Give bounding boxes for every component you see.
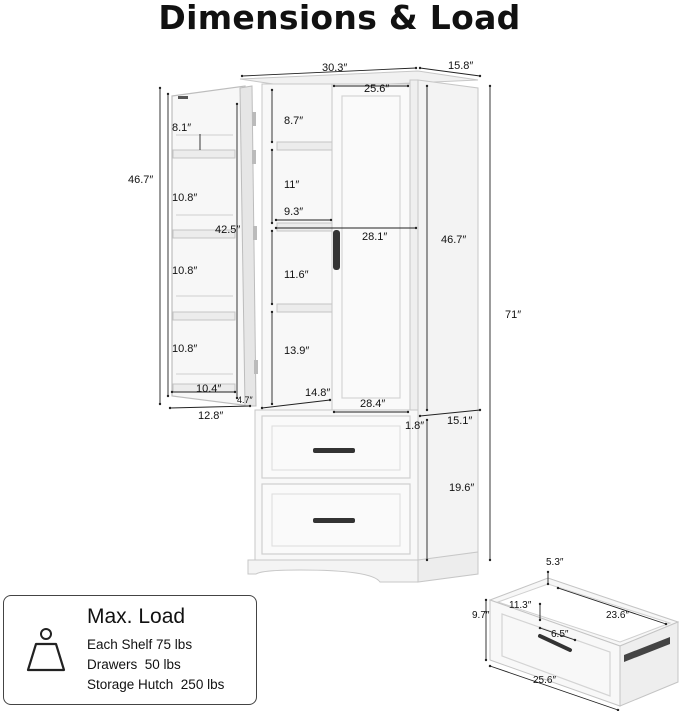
dim-inner-shelf-1: 8.7″ bbox=[284, 115, 304, 127]
dim-bottom-width: 14.8″ bbox=[305, 387, 331, 399]
dim-total-width: 30.3″ bbox=[322, 62, 348, 74]
dim-door-rack-width: 10.4″ bbox=[196, 383, 222, 395]
dim-drawer-inner-height: 11.3″ bbox=[509, 600, 532, 611]
dim-bottom-inner: 28.4″ bbox=[360, 398, 386, 410]
dim-inner-shelf-4: 13.9″ bbox=[284, 345, 310, 357]
max-load-panel: Max. Load Each Shelf 75 lbs Drawers 50 l… bbox=[3, 595, 257, 705]
dim-side-height: 46.7″ bbox=[441, 234, 467, 246]
dim-door-width: 12.8″ bbox=[198, 410, 224, 422]
dim-drawer-depth: 23.6″ bbox=[606, 610, 630, 621]
dim-door-shelf-1: 8.1″ bbox=[172, 122, 192, 134]
load-hutch: Storage Hutch 250 lbs bbox=[87, 677, 225, 692]
dim-depth-top: 15.8″ bbox=[448, 60, 474, 72]
max-load-title: Max. Load bbox=[87, 605, 186, 628]
cabinet-body bbox=[239, 70, 479, 583]
dim-door-diagonal: 42.5″ bbox=[215, 224, 241, 236]
dim-inner-width: 25.6″ bbox=[364, 83, 390, 95]
load-shelf: Each Shelf 75 lbs bbox=[87, 637, 193, 652]
dim-inner-shelf-2: 11″ bbox=[284, 179, 300, 191]
dim-door-shelf-4: 10.8″ bbox=[172, 343, 198, 355]
dim-drawer-width: 25.6″ bbox=[533, 675, 557, 686]
weight-icon bbox=[26, 628, 66, 672]
page-title: Dimensions & Load bbox=[158, 0, 521, 37]
drawer-detail bbox=[484, 570, 679, 711]
dim-total-height: 71″ bbox=[505, 309, 522, 321]
dimension-lines bbox=[158, 66, 492, 562]
dim-drawer-height-top: 5.3″ bbox=[546, 557, 564, 568]
dim-lower-depth: 15.1″ bbox=[447, 415, 473, 427]
dim-lower-height: 19.6″ bbox=[449, 482, 475, 494]
dim-inner-shelf-3: 11.6″ bbox=[284, 269, 309, 281]
open-door bbox=[171, 85, 258, 407]
load-drawers: Drawers 50 lbs bbox=[87, 657, 181, 672]
dim-inner-depth: 28.1″ bbox=[362, 231, 388, 243]
dim-door-shelf-3: 10.8″ bbox=[172, 265, 198, 277]
dim-drawer-handle: 6.5″ bbox=[551, 629, 569, 640]
dim-side-gap: 1.8″ bbox=[405, 420, 425, 432]
dim-shelf-depth: 9.3″ bbox=[284, 206, 304, 218]
dim-door-gap: 4.7″ bbox=[237, 395, 253, 405]
dim-drawer-outer-height: 9.7″ bbox=[472, 610, 490, 621]
dim-door-shelf-2: 10.8″ bbox=[172, 192, 198, 204]
dim-door-height: 46.7″ bbox=[128, 174, 154, 186]
